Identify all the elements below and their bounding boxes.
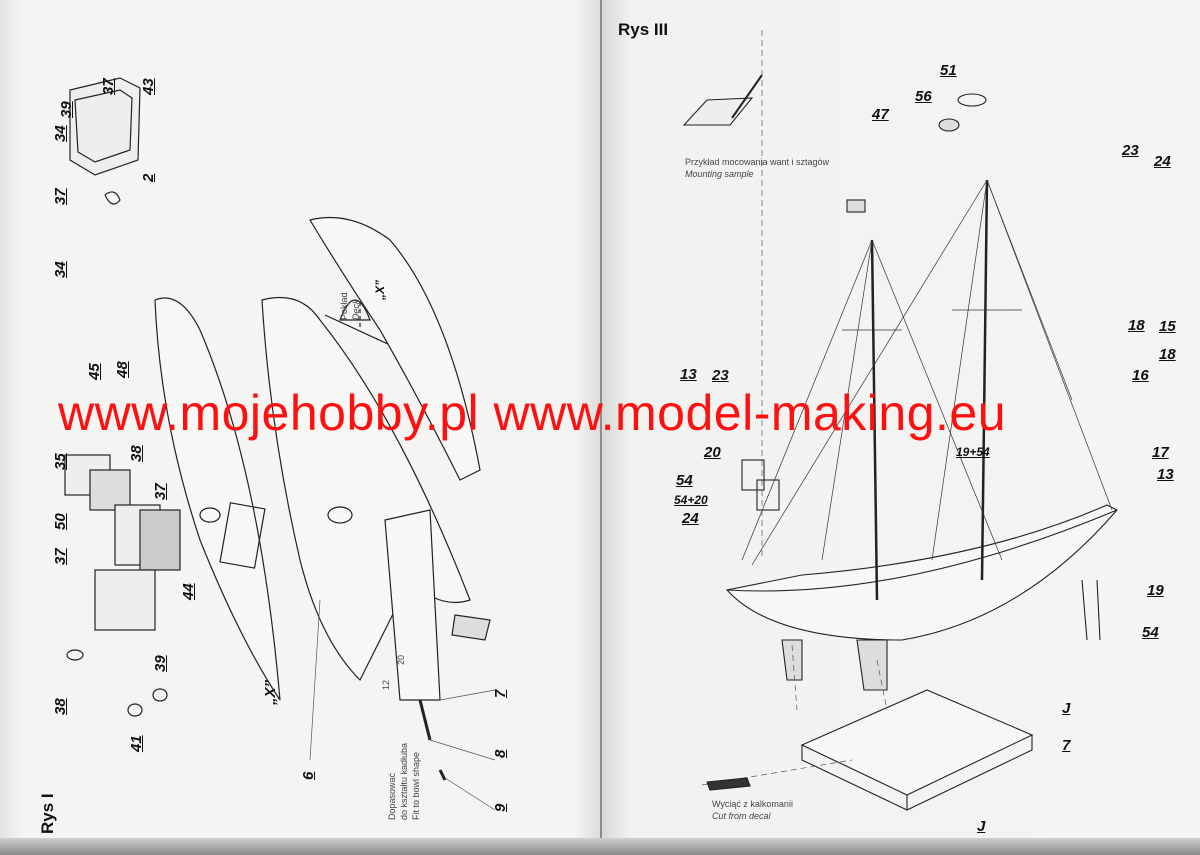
mounting-caption-pl: Przykład mocowania want i sztagów xyxy=(685,157,830,167)
part-label: 38 xyxy=(128,445,145,462)
part-label: 34 xyxy=(52,125,69,142)
part-label: J xyxy=(977,818,986,835)
part-label: 37 xyxy=(100,78,117,95)
fit-caption-pl2: do kształtu kadłuba xyxy=(399,742,409,820)
deck-caption-en: Deck xyxy=(351,299,361,320)
part-label: 2 xyxy=(140,173,157,182)
decal-caption-en: Cut from decal xyxy=(712,811,771,821)
part-label: 20 xyxy=(704,444,721,461)
part-label: 56 xyxy=(915,88,932,105)
part-label: 54+20 xyxy=(674,493,708,507)
part-label: 38 xyxy=(52,698,69,715)
part-label: 54 xyxy=(1142,624,1159,641)
part-label: 17 xyxy=(1152,444,1169,461)
part-label: 39 xyxy=(152,655,169,672)
part-label: 41 xyxy=(128,735,145,752)
decal-caption-pl: Wyciąć z kalkomanii xyxy=(712,799,793,809)
dimension-label: 20 xyxy=(396,654,406,665)
part-label: 7 xyxy=(492,689,509,698)
hull-exploded-diagram xyxy=(64,77,496,811)
part-label: 13 xyxy=(1157,466,1174,483)
part-label: 43 xyxy=(140,78,157,95)
part-label: 6 xyxy=(300,771,317,780)
part-label: 18 xyxy=(1159,346,1176,363)
part-label: 24 xyxy=(682,510,699,527)
part-label: 9 xyxy=(492,803,509,812)
fit-caption-en: Fit to bowl shape xyxy=(411,751,421,820)
part-label: 50 xyxy=(52,513,69,530)
figure-title: Rys III xyxy=(618,20,669,39)
part-label: 47 xyxy=(872,106,889,123)
part-label: 37 xyxy=(52,548,69,565)
watermark: www.mojehobby.pl www.model-making.eu xyxy=(58,385,1007,441)
part-label: 37 xyxy=(52,188,69,205)
part-label: 44 xyxy=(180,583,197,600)
part-label: 51 xyxy=(940,62,957,79)
part-label: 34 xyxy=(52,261,69,278)
part-label: 35 xyxy=(52,453,69,470)
part-label: 23 xyxy=(1122,142,1139,159)
part-label: 19+54 xyxy=(956,445,990,459)
mounting-caption-en: Mounting sample xyxy=(685,169,754,179)
dimension-label: 12 xyxy=(381,679,391,690)
part-label: 16 xyxy=(1132,367,1149,384)
part-label: 54 xyxy=(676,472,693,489)
right-page: Rys III Przykład mocowania want i sztagó… xyxy=(602,0,1200,842)
figure-title: Rys I xyxy=(38,793,57,834)
part-label: 18 xyxy=(1128,317,1145,334)
part-label: 13 xyxy=(680,366,697,383)
part-label: 24 xyxy=(1154,153,1171,170)
fit-caption-pl1: Dopasować xyxy=(387,772,397,820)
part-label: 48 xyxy=(114,361,131,378)
part-label: 8 xyxy=(492,749,509,758)
rigging-diagram xyxy=(682,30,1118,811)
detail-marker: „X” xyxy=(262,679,279,705)
part-label: 19 xyxy=(1147,582,1164,599)
part-label: 15 xyxy=(1159,318,1176,335)
part-label: 7 xyxy=(1062,737,1071,754)
part-label: 37 xyxy=(152,483,169,500)
part-label: J xyxy=(1062,700,1071,717)
part-label: 39 xyxy=(58,101,75,118)
deck-caption-pl: Pokład xyxy=(339,292,349,320)
part-label: 23 xyxy=(712,367,729,384)
book-edge xyxy=(0,838,1200,855)
part-label: 45 xyxy=(86,363,103,380)
detail-marker: „X” xyxy=(373,279,387,300)
